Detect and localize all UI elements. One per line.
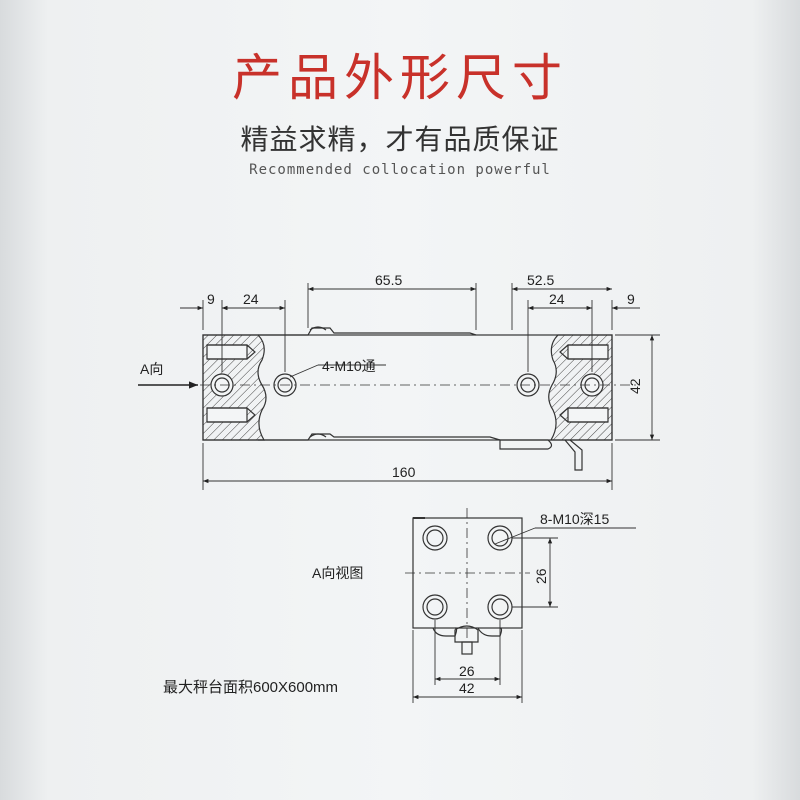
- page-subtitle: 精益求精，才有品质保证: [240, 123, 560, 156]
- dim-65-5: 65.5: [375, 272, 402, 288]
- dim-52-5: 52.5: [527, 272, 554, 288]
- dim-length-160: 160: [392, 464, 416, 480]
- page-title: 产品外形尺寸: [232, 49, 568, 107]
- hole-callout: 4-M10通: [322, 358, 376, 374]
- dim-24-left: 24: [243, 291, 259, 307]
- dim-horizontal-26: 26: [459, 663, 475, 679]
- dim-9-right: 9: [627, 291, 635, 307]
- dim-height-42: 42: [627, 378, 643, 394]
- direction-arrow: A向: [138, 361, 198, 389]
- dim-24-right: 24: [549, 291, 565, 307]
- direction-label: A向: [140, 361, 163, 377]
- end-view-caption: A向视图: [312, 565, 363, 581]
- beam-body: [202, 334, 613, 441]
- tagline: Recommended collocation powerful: [249, 162, 551, 178]
- hole-3: [516, 373, 540, 397]
- dim-vertical-26: 26: [533, 568, 549, 584]
- side-view: [180, 326, 640, 471]
- thread-callout: 8-M10深15: [540, 511, 609, 527]
- end-view: [405, 508, 530, 655]
- platform-note: 最大秤台面积600X600mm: [163, 679, 338, 696]
- top-dimensions: [180, 283, 640, 372]
- dim-9-left: 9: [207, 291, 215, 307]
- dim-width-42: 42: [459, 680, 475, 696]
